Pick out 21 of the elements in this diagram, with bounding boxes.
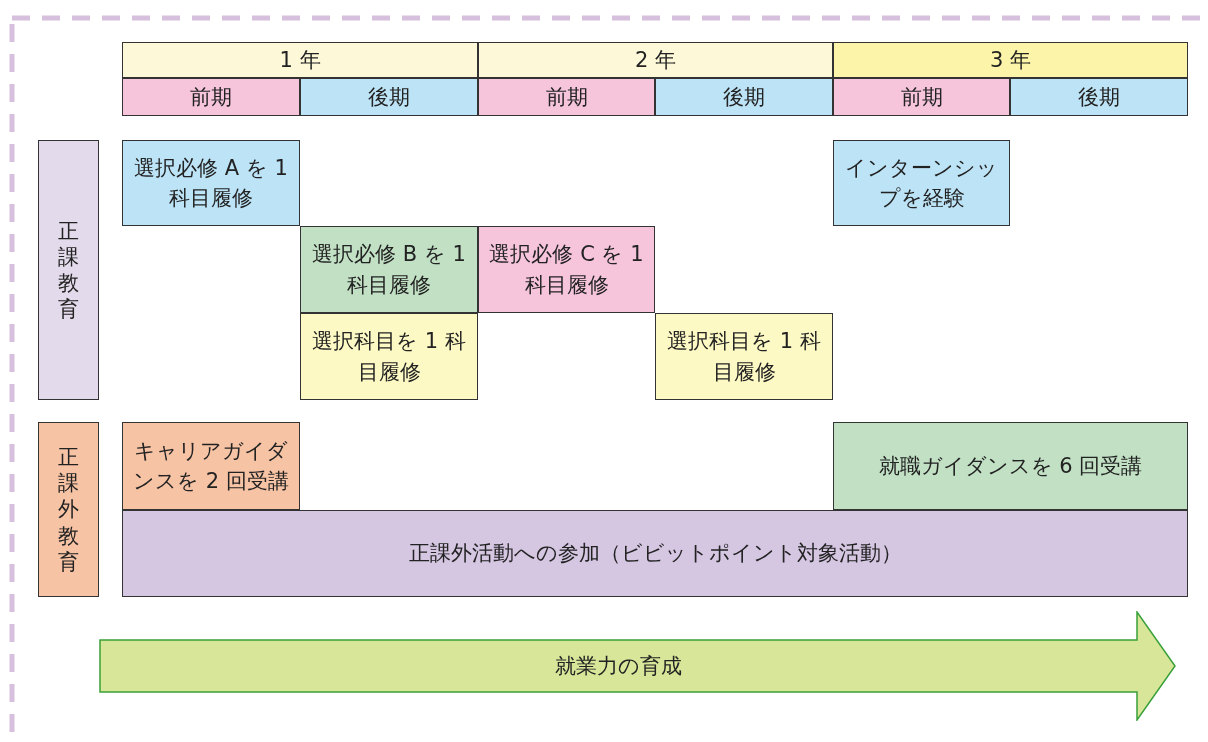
course-box: インターンシップを経験 bbox=[833, 140, 1010, 226]
term-header: 前期 bbox=[122, 78, 300, 116]
course-box: 選択科目を 1 科目履修 bbox=[655, 313, 833, 400]
course-box: 選択必修 C を 1 科目履修 bbox=[478, 226, 655, 313]
course-box: 選択科目を 1 科目履修 bbox=[300, 313, 478, 400]
progress-arrow: 就業力の育成 bbox=[99, 611, 1177, 721]
year-header: 3 年 bbox=[833, 42, 1188, 78]
activity-box: 正課外活動への参加（ビビットポイント対象活動） bbox=[122, 510, 1188, 597]
term-header: 前期 bbox=[478, 78, 655, 116]
activity-box: 就職ガイダンスを 6 回受講 bbox=[833, 422, 1188, 510]
year-header: 2 年 bbox=[478, 42, 833, 78]
category-label: 正課教育 bbox=[38, 140, 99, 400]
term-header: 後期 bbox=[655, 78, 833, 116]
term-header: 後期 bbox=[1010, 78, 1188, 116]
course-box: 選択必修 A を 1 科目履修 bbox=[122, 140, 300, 226]
term-header: 後期 bbox=[300, 78, 478, 116]
year-header: 1 年 bbox=[122, 42, 478, 78]
course-box: 選択必修 B を 1 科目履修 bbox=[300, 226, 478, 313]
activity-box: キャリアガイダンスを 2 回受講 bbox=[122, 422, 300, 510]
term-header: 前期 bbox=[833, 78, 1010, 116]
category-label: 正課外教育 bbox=[38, 422, 99, 597]
